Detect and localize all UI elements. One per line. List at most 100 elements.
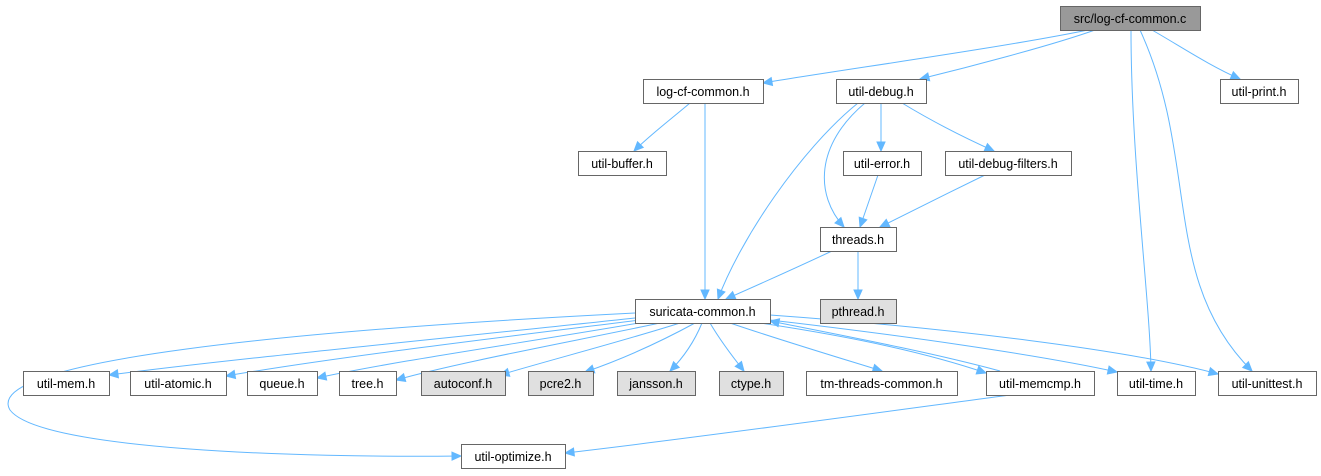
node-box <box>986 371 1095 396</box>
node-util-atomic-h[interactable]: util-atomic.h <box>130 371 227 396</box>
edge-suricata-common-h-to-ctype-h <box>709 322 745 372</box>
node-autoconf-h[interactable]: autoconf.h <box>421 371 506 396</box>
node-util-print-h[interactable]: util-print.h <box>1220 79 1299 104</box>
edge-root-to-util-print-h <box>1151 29 1242 80</box>
edge-util-debug-h-to-suricata-common-h <box>716 102 859 301</box>
node-box <box>1220 79 1299 104</box>
edge-line <box>759 322 987 374</box>
node-tree-h[interactable]: tree.h <box>339 371 397 396</box>
node-box <box>820 227 897 252</box>
edge-line <box>769 319 1118 373</box>
edge-util-debug-h-to-util-debug-filters-h <box>901 102 996 152</box>
edge-suricata-common-h-to-tm-threads-common-h <box>729 322 884 373</box>
edge-line <box>1139 29 1253 372</box>
edge-line <box>633 102 691 152</box>
node-util-debug-h[interactable]: util-debug.h <box>836 79 927 104</box>
node-util-memcmp-h[interactable]: util-memcmp.h <box>986 371 1095 396</box>
edge-root-to-util-unittest-h <box>1139 29 1253 372</box>
arrowhead <box>1229 70 1242 80</box>
node-box <box>836 79 927 104</box>
edge-log-cf-common-h-to-suricata-common-h <box>700 103 710 301</box>
node-label: util-debug.h <box>848 85 913 99</box>
node-label: util-print.h <box>1232 85 1287 99</box>
arrowhead <box>734 360 745 372</box>
edge-line <box>584 322 696 373</box>
node-suricata-common-h[interactable]: suricata-common.h <box>635 299 771 324</box>
node-box <box>820 299 897 324</box>
node-box <box>617 371 696 396</box>
edge-threads-h-to-suricata-common-h <box>724 250 833 300</box>
node-jansson-h[interactable]: jansson.h <box>617 371 696 396</box>
node-util-debug-filters-h[interactable]: util-debug-filters.h <box>945 151 1072 176</box>
node-box <box>719 371 784 396</box>
node-box <box>578 151 667 176</box>
node-label: tree.h <box>352 377 384 391</box>
arrowhead <box>1106 365 1119 375</box>
arrowhead <box>716 288 726 301</box>
edge-suricata-common-h-to-util-memcmp-h <box>759 322 988 375</box>
arrowhead <box>858 216 868 229</box>
arrowhead <box>724 290 737 300</box>
node-label: util-optimize.h <box>474 450 551 464</box>
edge-line <box>316 321 646 379</box>
edge-line <box>108 317 636 376</box>
node-box <box>643 79 764 104</box>
edge-suricata-common-h-to-util-time-h <box>769 319 1119 375</box>
edge-suricata-common-h-to-pcre2-h <box>583 322 696 374</box>
node-label: util-debug-filters.h <box>958 157 1057 171</box>
node-util-optimize-h[interactable]: util-optimize.h <box>461 444 566 469</box>
node-label: suricata-common.h <box>649 305 755 319</box>
node-box <box>1117 371 1196 396</box>
node-util-buffer-h[interactable]: util-buffer.h <box>578 151 667 176</box>
node-label: util-buffer.h <box>591 157 653 171</box>
edge-suricata-common-h-to-util-mem-h <box>107 317 636 379</box>
edge-line <box>729 322 883 372</box>
arrowhead <box>768 318 781 328</box>
node-box <box>1218 371 1317 396</box>
arrowhead <box>633 140 645 152</box>
edge-line <box>725 250 833 300</box>
edge-root-to-util-time-h <box>1130 29 1156 373</box>
node-label: util-unittest.h <box>1232 377 1303 391</box>
node-box <box>130 371 227 396</box>
node-ctype-h[interactable]: ctype.h <box>719 371 784 396</box>
node-label: src/log-cf-common.c <box>1074 12 1187 26</box>
node-label: util-memcmp.h <box>999 377 1081 391</box>
arrowhead <box>983 142 996 152</box>
node-util-error-h[interactable]: util-error.h <box>843 151 922 176</box>
node-tm-threads-common-h[interactable]: tm-threads-common.h <box>806 371 958 396</box>
arrowhead <box>394 372 407 383</box>
node-pthread-h[interactable]: pthread.h <box>820 299 897 324</box>
node-box <box>635 299 771 324</box>
node-label: threads.h <box>832 233 884 247</box>
node-queue-h[interactable]: queue.h <box>247 371 318 396</box>
edge-line <box>919 29 1096 80</box>
edge-suricata-common-h-to-util-optimize-h <box>7 312 636 461</box>
edge-line <box>1151 29 1241 80</box>
edge-log-cf-common-h-to-util-buffer-h <box>633 102 691 152</box>
node-root: src/log-cf-common.c <box>1060 6 1201 31</box>
node-util-time-h[interactable]: util-time.h <box>1117 371 1196 396</box>
edge-line <box>499 322 681 376</box>
node-threads-h[interactable]: threads.h <box>820 227 897 252</box>
arrowhead <box>1241 360 1253 372</box>
node-box <box>528 371 594 396</box>
edge-suricata-common-h-to-util-atomic-h <box>224 319 641 380</box>
node-box <box>843 151 922 176</box>
node-util-mem-h[interactable]: util-mem.h <box>23 371 110 396</box>
node-label: autoconf.h <box>434 377 492 391</box>
arrowhead <box>669 360 681 372</box>
node-pcre2-h[interactable]: pcre2.h <box>528 371 594 396</box>
edge-util-memcmp-h-to-suricata-common-h <box>768 318 1001 372</box>
node-label: ctype.h <box>731 377 771 391</box>
edge-root-to-log-cf-common-h <box>761 29 1089 87</box>
arrowhead <box>761 76 774 87</box>
node-log-cf-common-h[interactable]: log-cf-common.h <box>643 79 764 104</box>
edge-line <box>7 312 636 457</box>
nodes-layer: src/log-cf-common.c log-cf-common.h util-d… <box>23 6 1317 469</box>
arrowhead <box>107 369 120 379</box>
node-label: tm-threads-common.h <box>820 377 942 391</box>
node-util-unittest-h[interactable]: util-unittest.h <box>1218 371 1317 396</box>
edge-util-debug-filters-h-to-threads-h <box>878 174 986 228</box>
arrowhead <box>700 289 710 301</box>
